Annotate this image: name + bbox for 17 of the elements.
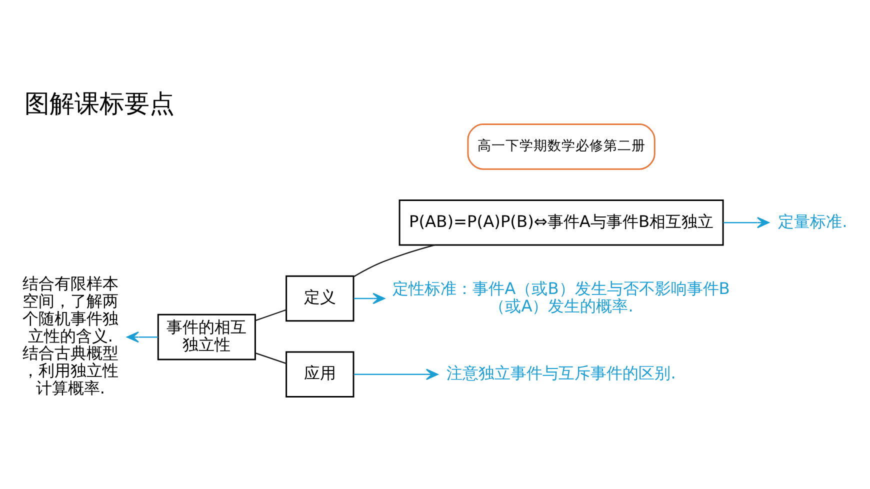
node-box: 应用 [286,350,354,398]
label: 高一下学期数学必修第二册 [477,138,646,154]
node-text: 注意独立事件与互斥事件的区别. [446,363,676,382]
connector [255,308,286,321]
node-text: 定性标准：事件A（或B）发生与否不影响事件B（或A）发生的概率. [392,278,730,315]
node-text: 定量标准. [778,211,848,230]
diagram-title: 图解课标要点 [24,88,175,118]
node-box: 定义 [286,274,354,322]
node-text: 结合有限样本空间，了解两个随机事件独立性的含义.结合古典概型，利用独立性计算概率. [22,274,118,398]
arrow [723,216,770,228]
arrow [126,330,158,342]
connector [353,244,436,277]
arrow [354,292,385,304]
node-box: P(AB)=P(A)P(B)⇔事件A与事件B相互独立 [398,198,724,246]
connector [255,352,286,364]
node-box: 事件的相互独立性 [157,313,256,360]
arrow [354,368,438,380]
